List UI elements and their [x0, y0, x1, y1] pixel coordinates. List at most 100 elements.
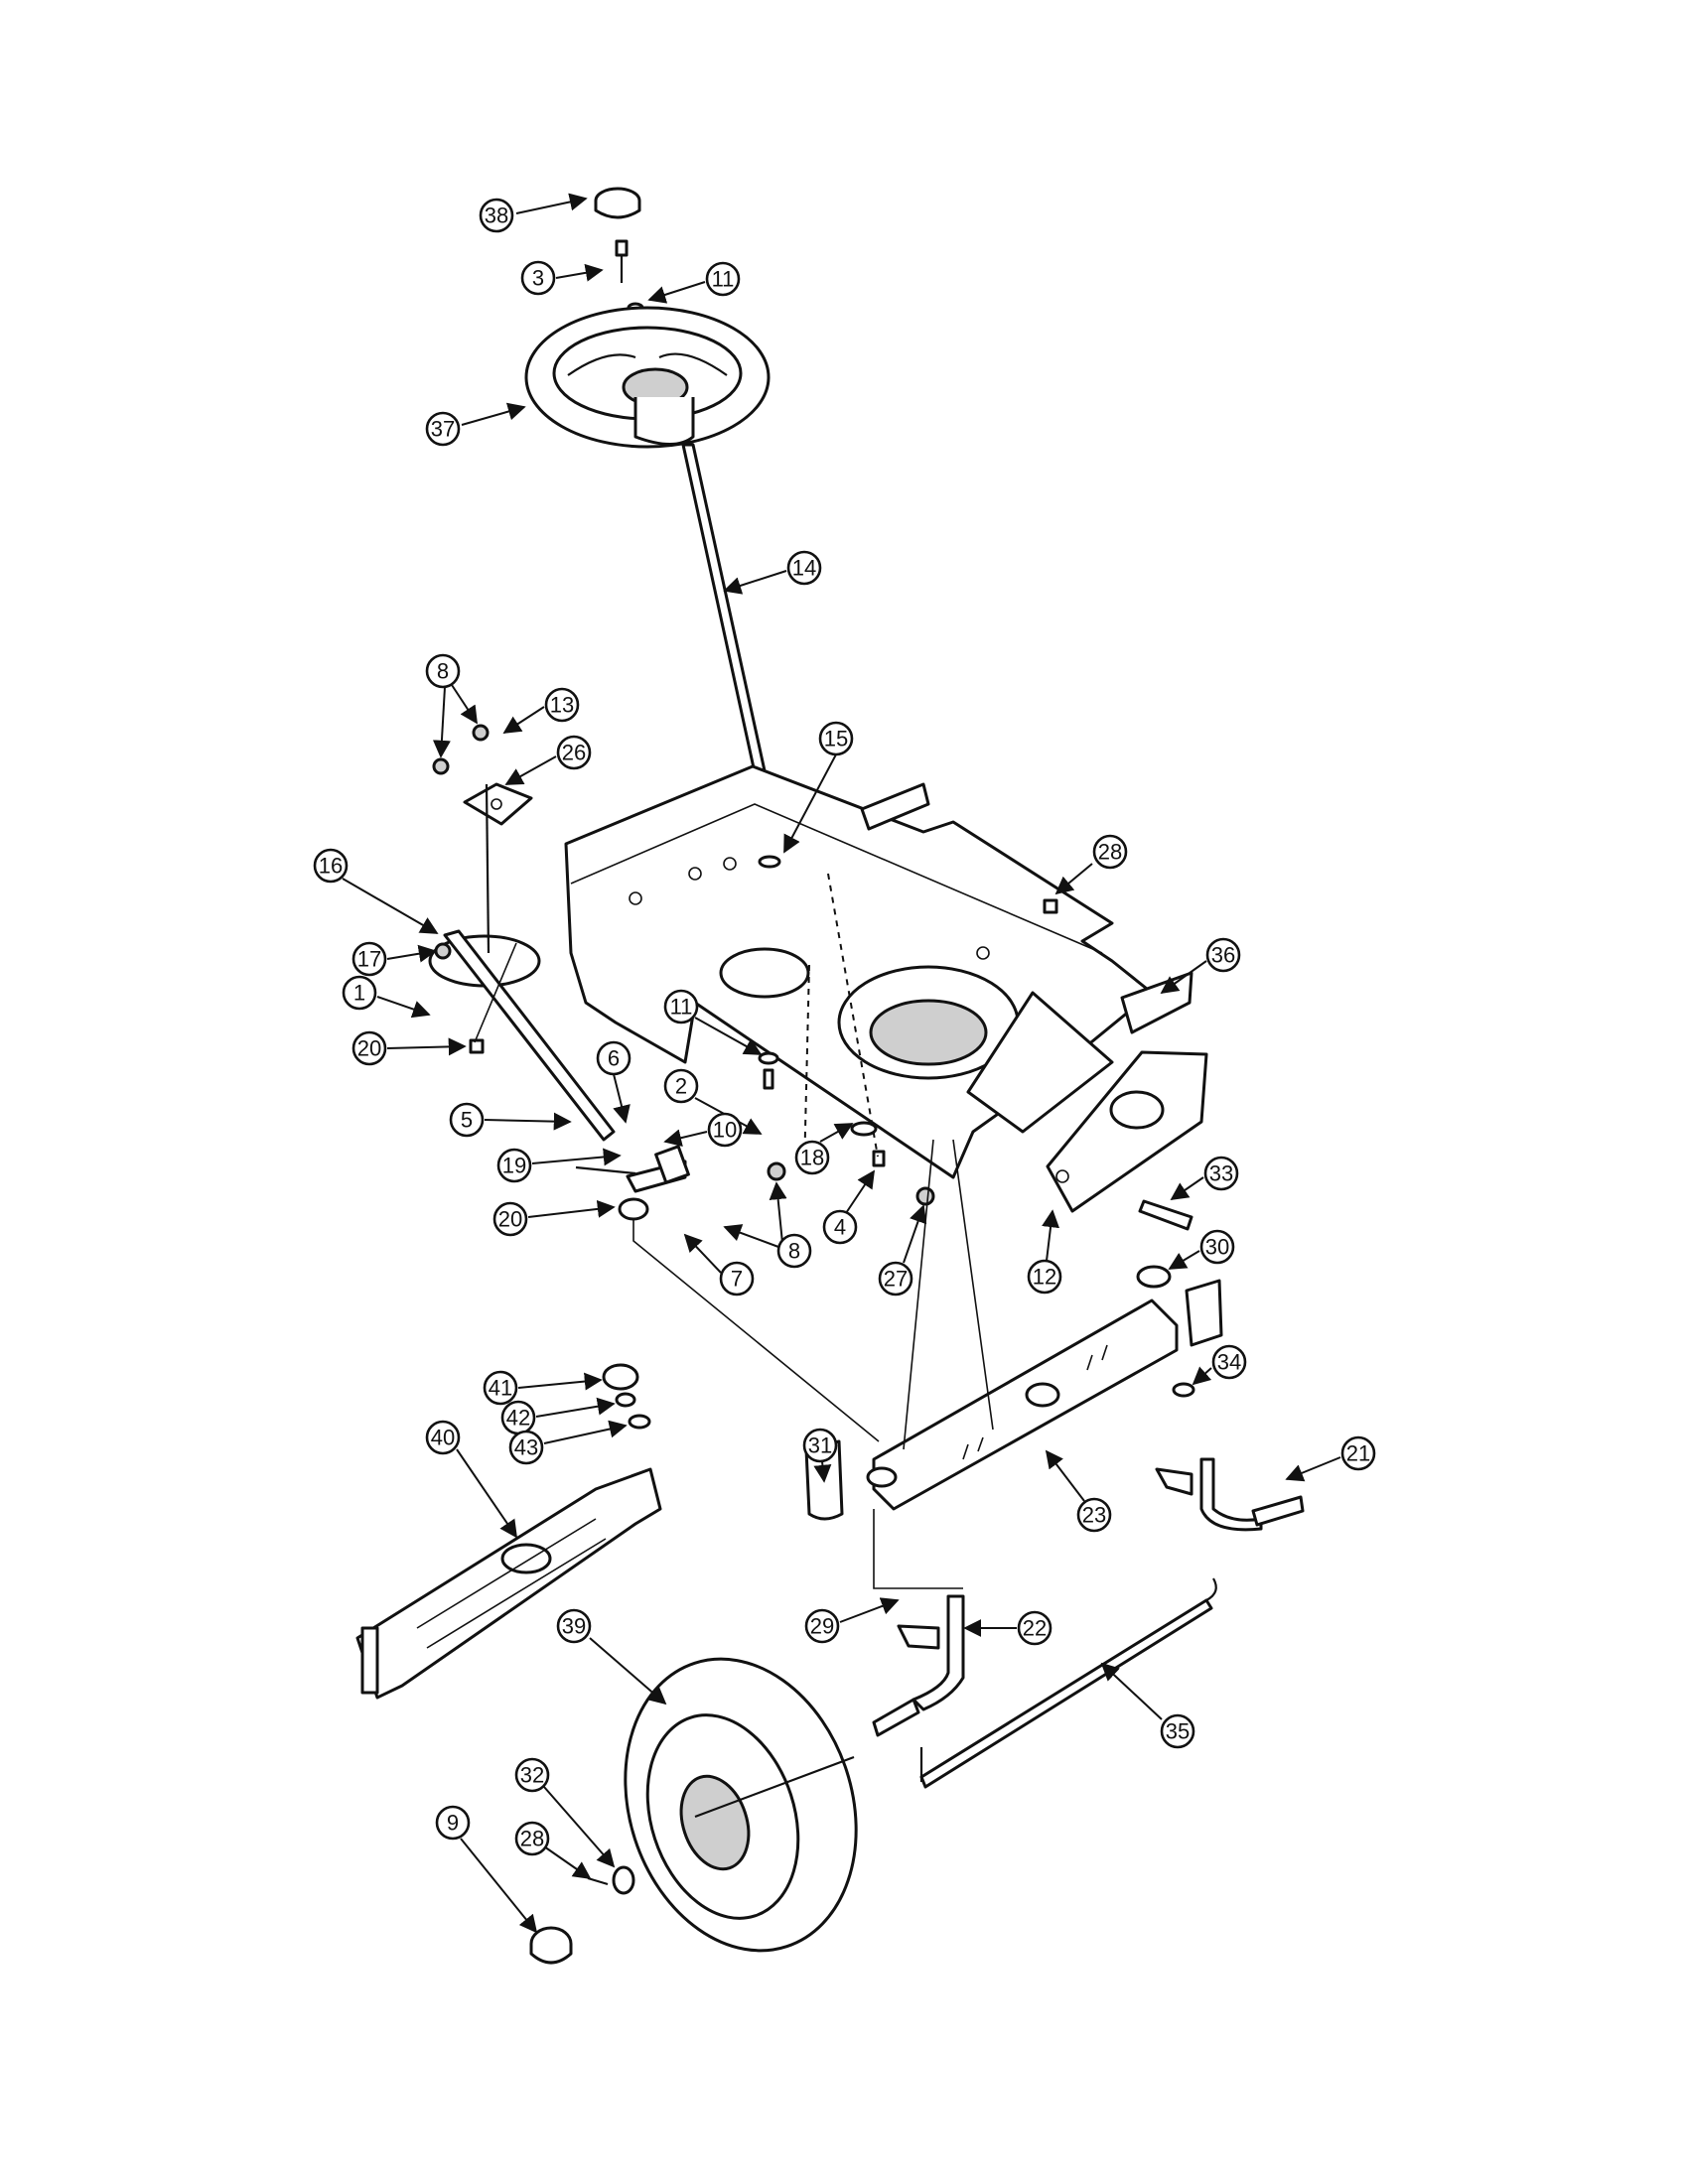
svg-text:10: 10 [713, 1118, 737, 1143]
svg-text:11: 11 [670, 995, 693, 1020]
svg-text:15: 15 [824, 727, 848, 751]
axle-sleeve-right [1185, 1279, 1223, 1347]
svg-text:41: 41 [489, 1376, 512, 1401]
pitman-bolt [575, 1165, 636, 1175]
svg-text:31: 31 [808, 1433, 832, 1458]
callout-7: 7 [683, 1233, 755, 1297]
callout-15: 15 [783, 721, 854, 854]
assembly-line [827, 873, 879, 1158]
svg-text:40: 40 [431, 1426, 455, 1450]
hub-cap [529, 1926, 573, 1965]
support-bracket [1046, 1050, 1208, 1213]
callout-14: 14 [723, 550, 822, 595]
svg-text:17: 17 [357, 947, 381, 972]
spindle-bushing [1172, 1382, 1195, 1398]
o-ring [615, 1392, 636, 1408]
svg-text:18: 18 [800, 1146, 824, 1170]
callout-9: 9 [435, 1805, 538, 1934]
callout-36: 36 [1160, 937, 1241, 995]
small-nuts [432, 724, 490, 1054]
callout-41: 41 [483, 1370, 603, 1406]
callout-25: 23 [1045, 1449, 1112, 1533]
wheel-washer [612, 1865, 635, 1895]
callout-3: 3 [520, 260, 604, 296]
callout-2: 2 [663, 1068, 763, 1135]
callout-6: 6 [596, 1040, 632, 1124]
svg-text:21: 21 [1346, 1441, 1370, 1466]
callout-37: 38 [479, 193, 588, 233]
callout-35: 35 [1100, 1662, 1195, 1749]
callout-10: 10 [663, 1112, 743, 1148]
svg-text:20: 20 [498, 1207, 522, 1232]
svg-text:16: 16 [319, 854, 343, 879]
steering-cap [594, 187, 641, 219]
svg-text:36: 36 [1211, 943, 1235, 968]
callout-33: 33 [1170, 1156, 1239, 1201]
callout-28: 28 [514, 1821, 592, 1880]
steering-bolt [615, 239, 629, 283]
svg-text:29: 29 [810, 1614, 834, 1639]
pivot-bolt [1138, 1199, 1193, 1231]
callout-18: 18 [794, 1123, 854, 1175]
svg-text:14: 14 [792, 556, 816, 581]
svg-text:34: 34 [1217, 1350, 1241, 1375]
front-axle [866, 1298, 1179, 1511]
svg-text:7: 7 [731, 1267, 743, 1292]
svg-text:6: 6 [608, 1046, 620, 1071]
svg-text:39: 39 [562, 1614, 586, 1639]
flat-washer [628, 1414, 651, 1430]
svg-text:1: 1 [353, 981, 365, 1006]
callout-13: 13 [502, 687, 580, 734]
callout-16: 17 [351, 941, 437, 977]
callout-21: 20 [351, 1030, 467, 1066]
svg-text:23: 23 [1082, 1503, 1106, 1528]
steering-wheel [524, 306, 771, 449]
callout-39: 39 [556, 1608, 667, 1706]
callout-27: 27 [878, 1204, 927, 1297]
assembly-line [903, 1139, 994, 1450]
callout-4: 4 [822, 1169, 875, 1245]
assembly-line [873, 1509, 963, 1589]
bushing [618, 1197, 649, 1221]
steering-plate [463, 782, 533, 826]
svg-text:2: 2 [675, 1074, 687, 1099]
svg-text:20: 20 [357, 1036, 381, 1061]
callout-20: 20 [492, 1199, 616, 1237]
svg-text:13: 13 [550, 693, 574, 718]
axle-cap [1136, 1265, 1172, 1289]
svg-text:12: 12 [1033, 1265, 1056, 1290]
cotter-pin [587, 1876, 609, 1886]
callout-38: 37 [425, 402, 526, 447]
callout-40: 40 [425, 1420, 518, 1539]
svg-text:8: 8 [788, 1239, 800, 1264]
left-spindle [872, 1594, 965, 1737]
callout-1: 1 [342, 975, 431, 1019]
callout-30: 30 [1168, 1229, 1235, 1270]
assembly-line [803, 964, 810, 1172]
svg-text:28: 28 [1098, 840, 1122, 865]
svg-text:28: 28 [520, 1827, 544, 1851]
callout-17: 16 [313, 848, 439, 934]
svg-text:19: 19 [502, 1154, 526, 1178]
svg-text:3: 3 [532, 266, 544, 291]
callout-11-mid: 11 [663, 989, 763, 1055]
tie-rod [919, 1577, 1217, 1789]
callout-22: 26 [504, 735, 592, 785]
svg-text:38: 38 [485, 204, 508, 228]
front-wheel [624, 1657, 858, 1953]
svg-text:26: 26 [562, 741, 586, 765]
callout-31: 31 [802, 1428, 838, 1483]
right-spindle [1155, 1457, 1305, 1532]
callout-19: 19 [496, 1148, 622, 1183]
svg-text:30: 30 [1205, 1235, 1229, 1260]
drag-link [443, 929, 616, 1142]
frame-washers [758, 855, 786, 1181]
svg-text:37: 37 [431, 417, 455, 442]
deluxe-front-axle [355, 1467, 662, 1700]
callout-8-top: 8 [425, 653, 478, 758]
svg-text:35: 35 [1166, 1719, 1190, 1744]
svg-text:9: 9 [447, 1811, 459, 1836]
svg-text:27: 27 [884, 1267, 908, 1292]
pitman-arm [626, 1145, 690, 1193]
